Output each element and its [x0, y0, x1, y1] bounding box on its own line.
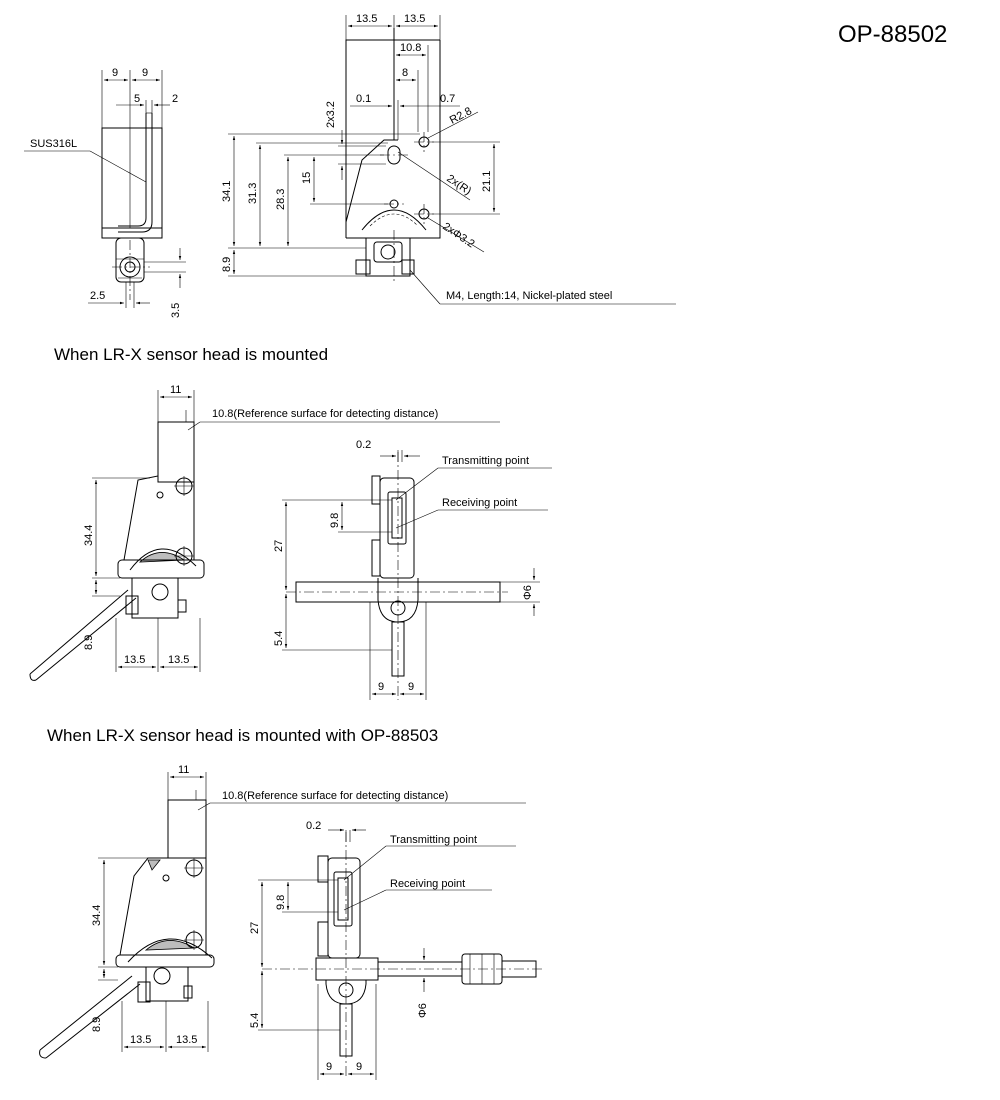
side-bracket-outline: [101, 127, 163, 239]
dim-m2-phi6: Φ6: [417, 1003, 429, 1018]
reference-label-1: 10.8(Reference surface for detecting dis…: [212, 408, 438, 420]
screw-note: M4, Length:14, Nickel-plated steel: [446, 290, 612, 302]
dim-m1-27: 27: [273, 540, 285, 552]
dim-front-34-1: 34.1: [221, 181, 233, 202]
receiving-label-2: Receiving point: [390, 878, 465, 890]
dim-m1-0-2: 0.2: [356, 439, 371, 451]
dim-front-21-1: 21.1: [481, 171, 493, 192]
dim-m1-8-9: 8.9: [83, 635, 95, 650]
dim-m2-13-5a: 13.5: [130, 1034, 151, 1046]
dim-m1-9a: 9: [378, 681, 384, 693]
dim-m2-5-4: 5.4: [249, 1013, 261, 1028]
transmitting-label-2: Transmitting point: [390, 834, 477, 846]
dim-m1-11: 11: [170, 384, 181, 396]
dim-m1-9-8: 9.8: [329, 513, 341, 528]
dim-side-9a: 9: [112, 67, 118, 79]
dim-m2-0-2: 0.2: [306, 820, 321, 832]
mount1-side-view: 11 10.8(Reference surface for detecting …: [29, 384, 500, 681]
dim-m1-5-4: 5.4: [273, 631, 285, 646]
side-view: 9 9 5 2 SUS316L 2.5 3.5: [24, 67, 186, 318]
dim-m2-9-8: 9.8: [275, 895, 287, 910]
section-title-mounted-with: When LR-X sensor head is mounted with OP…: [47, 726, 438, 745]
dim-side-5: 5: [134, 93, 140, 105]
reference-label-2: 10.8(Reference surface for detecting dis…: [222, 790, 448, 802]
front-view: 13.5 13.5 10.8 8 0.1 0.7 2x3.2 R2.8 2x(R…: [221, 13, 676, 305]
dim-side-9b: 9: [142, 67, 148, 79]
dim-m2-9b: 9: [356, 1061, 362, 1073]
dim-side-2-5: 2.5: [90, 290, 105, 302]
mount1-front-view: 0.2 Transmitting point Receiving point 9…: [273, 439, 552, 700]
material-label: SUS316L: [30, 138, 77, 150]
dim-front-8-9: 8.9: [221, 257, 233, 272]
model-number: OP-88502: [838, 21, 947, 48]
dim-m2-27: 27: [249, 922, 261, 934]
dim-front-0-1: 0.1: [356, 93, 371, 105]
transmitting-label-1: Transmitting point: [442, 455, 529, 467]
dim-m1-34-4: 34.4: [83, 525, 95, 546]
receiving-label-1: Receiving point: [442, 497, 517, 509]
dim-m2-8-9: 8.9: [91, 1017, 103, 1032]
dim-front-13-5a: 13.5: [356, 13, 377, 25]
dim-front-8: 8: [402, 67, 408, 79]
section-title-mounted: When LR-X sensor head is mounted: [54, 345, 328, 364]
dim-front-hole: 2xΦ3.2: [440, 221, 476, 251]
dim-front-r2-8: R2.8: [448, 105, 474, 127]
dim-m2-11: 11: [178, 764, 189, 776]
dim-m1-9b: 9: [408, 681, 414, 693]
dim-m1-13-5a: 13.5: [124, 654, 145, 666]
dim-front-10-8: 10.8: [400, 42, 421, 54]
dim-side-3-5: 3.5: [170, 303, 182, 318]
mount2-side-view: 11 10.8(Reference surface for detecting …: [39, 764, 526, 1059]
dim-front-15: 15: [301, 172, 313, 184]
dim-m1-13-5b: 13.5: [168, 654, 189, 666]
dim-front-28-3: 28.3: [275, 189, 287, 210]
dim-front-31-3: 31.3: [247, 183, 259, 204]
dim-m2-34-4: 34.4: [91, 905, 103, 926]
dim-front-slot: 2x3.2: [325, 101, 337, 128]
dim-front-0-7: 0.7: [440, 93, 455, 105]
dim-m2-13-5b: 13.5: [176, 1034, 197, 1046]
dim-m1-phi6: Φ6: [522, 585, 534, 600]
dim-side-2: 2: [172, 93, 178, 105]
dim-front-13-5b: 13.5: [404, 13, 425, 25]
dim-m2-9a: 9: [326, 1061, 332, 1073]
mount2-front-view: 0.2 Transmitting point Receiving point 9…: [249, 820, 544, 1080]
dim-front-2xr: 2x(R): [444, 173, 473, 198]
